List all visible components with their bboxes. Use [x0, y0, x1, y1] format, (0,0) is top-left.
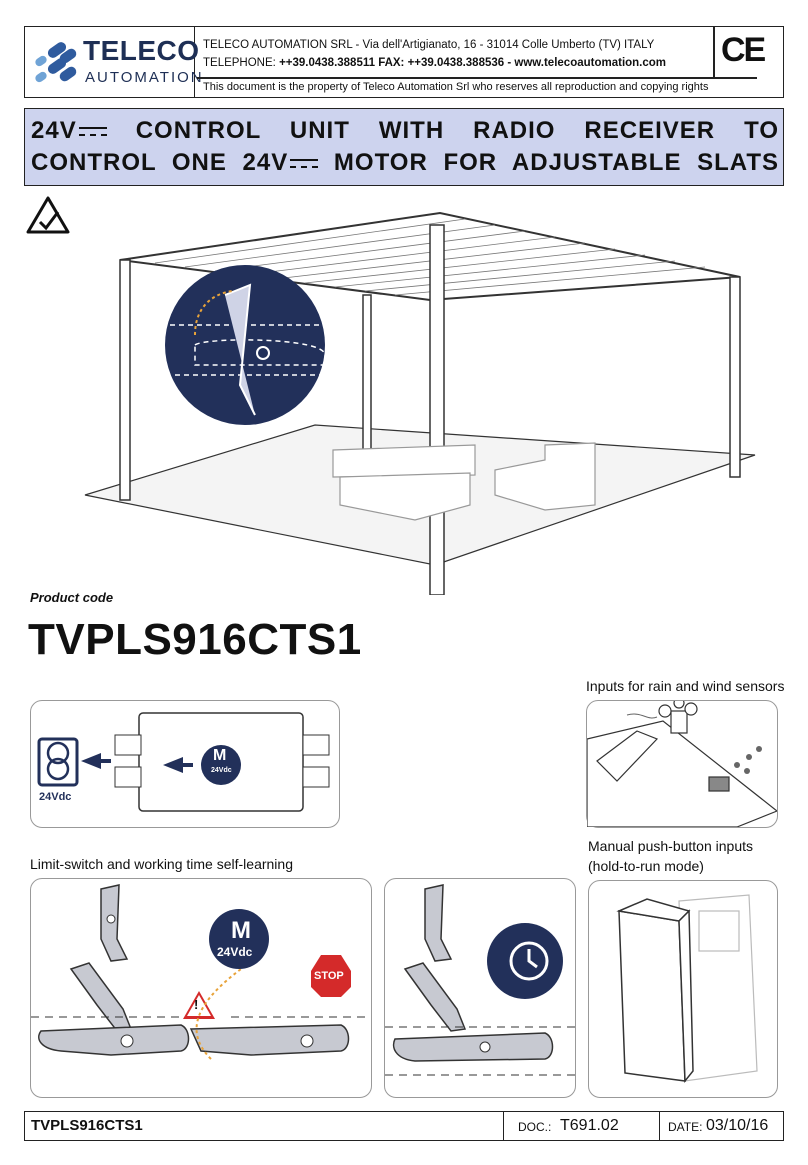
title-text-1: CONTROL UNIT WITH RADIO RECEIVER TO — [135, 117, 779, 144]
title-line-2: CONTROL ONE 24V MOTOR FOR ADJUSTABLE SLA… — [31, 149, 779, 177]
header-divider — [197, 77, 757, 79]
wiring-panel: 24Vdc M 24Vdc — [30, 700, 340, 828]
pushbutton-module-illustration — [616, 894, 758, 1084]
phone-fax-web: ++39.0438.388511 FAX: ++39.0438.388536 -… — [279, 57, 667, 69]
limit-motor-voltage: 24Vdc — [217, 945, 253, 959]
doc-label: DOC.: — [518, 1120, 552, 1134]
address: - Via dell'Artigianato, 16 - 31014 Colle… — [352, 39, 655, 51]
contact-line: TELEPHONE: ++39.0438.388511 FAX: ++39.04… — [203, 57, 666, 69]
clock-icon — [487, 923, 563, 999]
date-label: DATE: — [668, 1120, 703, 1134]
dc-symbol-icon — [78, 126, 107, 137]
phone-label: TELEPHONE: — [203, 57, 280, 69]
rain-wind-sensor-illustration — [586, 697, 779, 828]
document-footer: TVPLS916CTS1 DOC.: T691.02 DATE: 03/10/1… — [24, 1111, 784, 1141]
pushbutton-caption-1: Manual push-button inputs — [588, 838, 753, 854]
motor-voltage: 24Vdc — [211, 767, 232, 774]
ce-divider — [713, 27, 715, 77]
working-time-panel — [384, 878, 576, 1098]
title-voltage: 24V — [31, 117, 77, 144]
company-name: TELECO AUTOMATION SRL — [203, 39, 353, 51]
logo-wordmark: TELECO — [83, 35, 200, 66]
document-header: TELECO AUTOMATION TELECO AUTOMATION SRL … — [24, 26, 784, 98]
limit-switch-caption: Limit-switch and working time self-learn… — [30, 856, 293, 872]
rcm-compliance-icon — [26, 196, 70, 234]
working-time-illustration — [385, 884, 575, 1076]
sensors-caption: Inputs for rain and wind sensors — [586, 678, 785, 694]
warning-mark: ! — [194, 997, 199, 1012]
doc-cell: DOC.: T691.02 — [503, 1112, 659, 1140]
title-line-1: 24V CONTROL UNIT WITH RADIO RECEIVER TO — [31, 117, 779, 145]
pergola-illustration — [84, 211, 756, 595]
dc-symbol-icon — [290, 158, 319, 169]
property-notice: This document is the property of Teleco … — [203, 81, 709, 93]
product-code: TVPLS916CTS1 — [28, 615, 362, 664]
doc-value: T691.02 — [560, 1117, 619, 1134]
limit-switch-illustration — [31, 884, 371, 1060]
date-cell: DATE: 03/10/16 — [659, 1112, 783, 1140]
logo: TELECO AUTOMATION — [25, 27, 202, 97]
product-code-label: Product code — [30, 590, 114, 605]
footer-product-code: TVPLS916CTS1 — [31, 1117, 143, 1134]
supply-label: 24Vdc — [39, 791, 72, 803]
pushbutton-panel — [588, 880, 778, 1098]
ce-mark: CE — [721, 31, 766, 69]
limit-motor-letter: M — [231, 917, 251, 944]
company-address: TELECO AUTOMATION SRL - Via dell'Artigia… — [203, 39, 654, 51]
title-text-2b: MOTOR FOR ADJUSTABLE SLATS — [333, 149, 780, 176]
title-text-2a: CONTROL ONE 24V — [31, 149, 289, 176]
logo-subtitle: AUTOMATION — [85, 69, 204, 86]
date-value: 03/10/16 — [706, 1117, 769, 1134]
stop-sign-label: STOP — [314, 970, 344, 982]
limit-switch-panel: ! M 24Vdc STOP — [30, 878, 372, 1098]
sensors-panel — [586, 697, 779, 828]
motor-letter: M — [213, 747, 227, 764]
wiring-diagram — [37, 712, 330, 812]
logo-mark-icon — [35, 42, 77, 83]
title-band: 24V CONTROL UNIT WITH RADIO RECEIVER TO … — [24, 108, 784, 186]
pushbutton-caption-2: (hold-to-run mode) — [588, 858, 704, 874]
